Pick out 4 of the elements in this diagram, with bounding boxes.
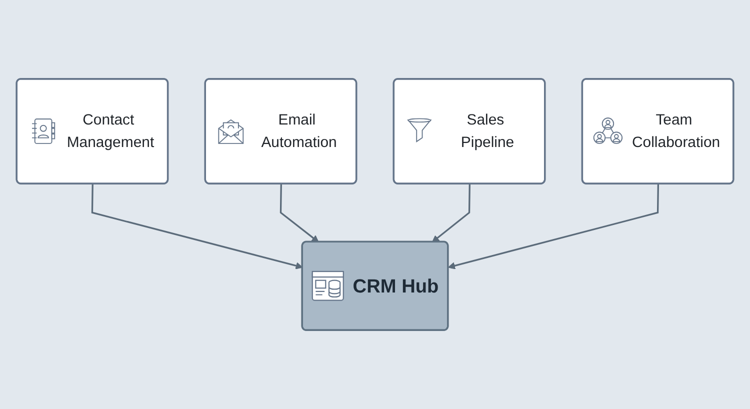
arrow — [432, 184, 470, 242]
arrow — [448, 184, 660, 270]
arrow — [280, 184, 319, 242]
arrow — [91, 184, 303, 270]
